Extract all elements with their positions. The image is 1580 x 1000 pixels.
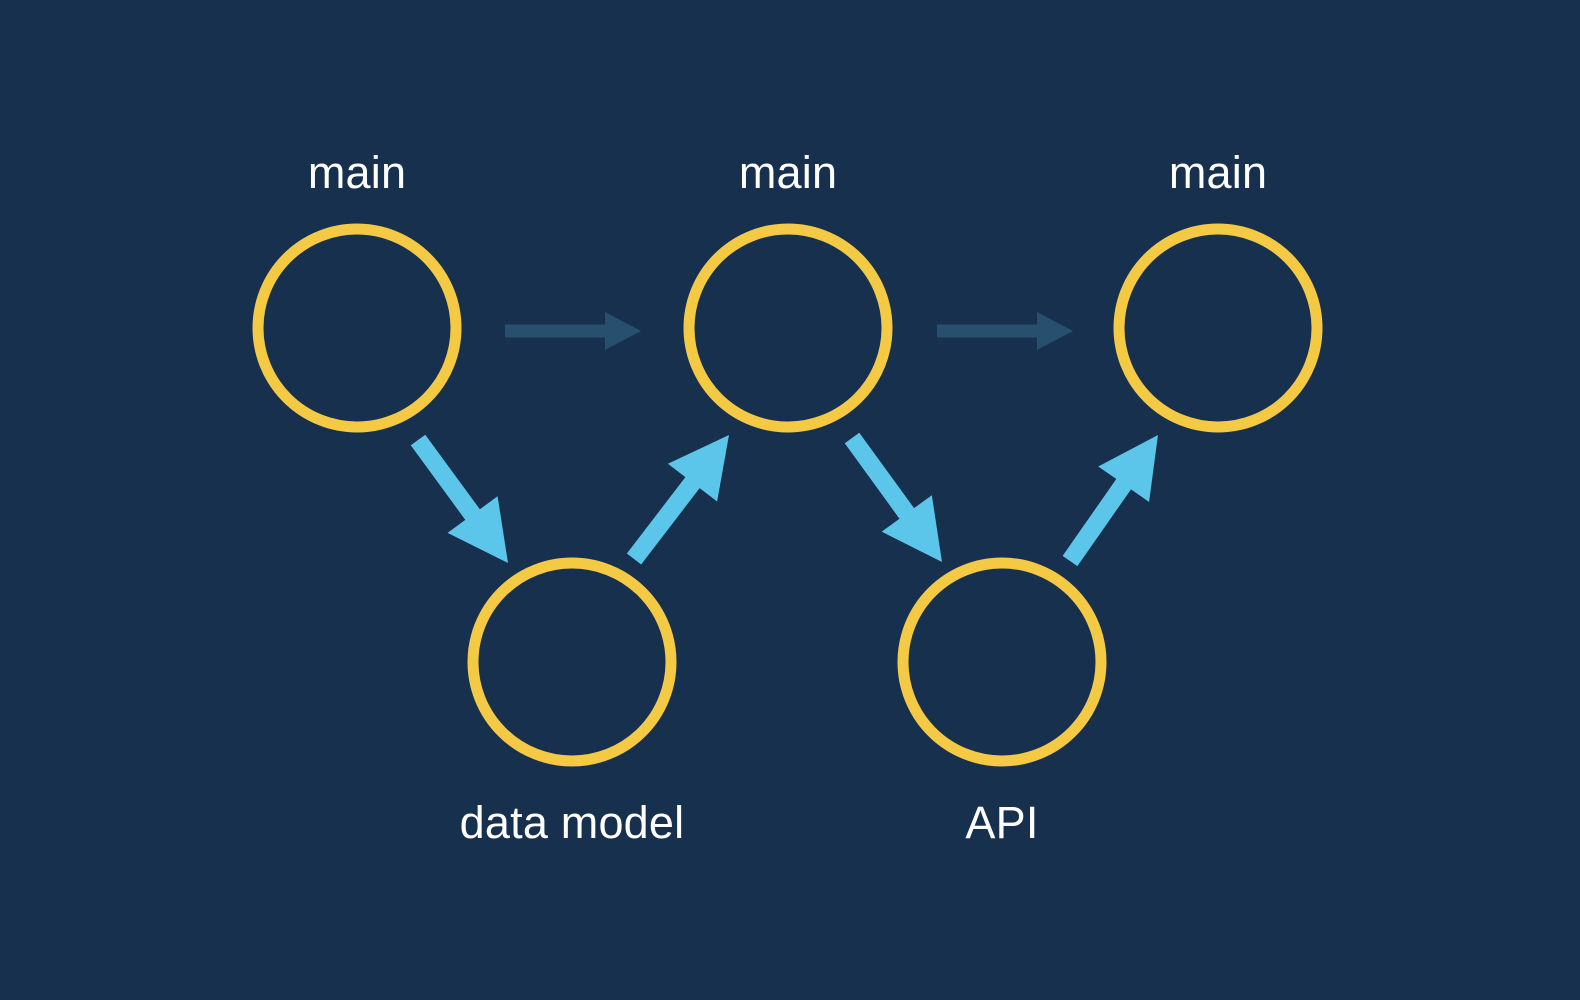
commit-node-data-model[interactable]: [467, 557, 677, 767]
commit-node-main-3[interactable]: [1113, 223, 1323, 433]
nodes-layer: [252, 223, 1323, 767]
node-label-main-3: main: [1169, 147, 1267, 198]
node-label-data-model: data model: [460, 797, 685, 848]
commit-node-main-2[interactable]: [683, 223, 893, 433]
edge-arrow-main2-to-api: [844, 432, 942, 562]
commit-node-main-1[interactable]: [252, 223, 462, 433]
node-label-main-2: main: [739, 147, 837, 198]
edge-arrow-main1-to-data-model: [410, 434, 508, 563]
commit-node-api[interactable]: [897, 557, 1107, 767]
edges-layer: [410, 312, 1158, 567]
edge-arrow-main2-to-main3: [937, 312, 1073, 350]
edge-arrow-data-model-to-main2: [626, 435, 729, 565]
node-label-main-1: main: [308, 147, 406, 198]
labels-layer: main main main data model API: [308, 147, 1267, 848]
edge-arrow-main1-to-main2: [505, 312, 641, 350]
node-label-api: API: [965, 797, 1038, 848]
edge-arrow-api-to-main3: [1062, 435, 1158, 567]
